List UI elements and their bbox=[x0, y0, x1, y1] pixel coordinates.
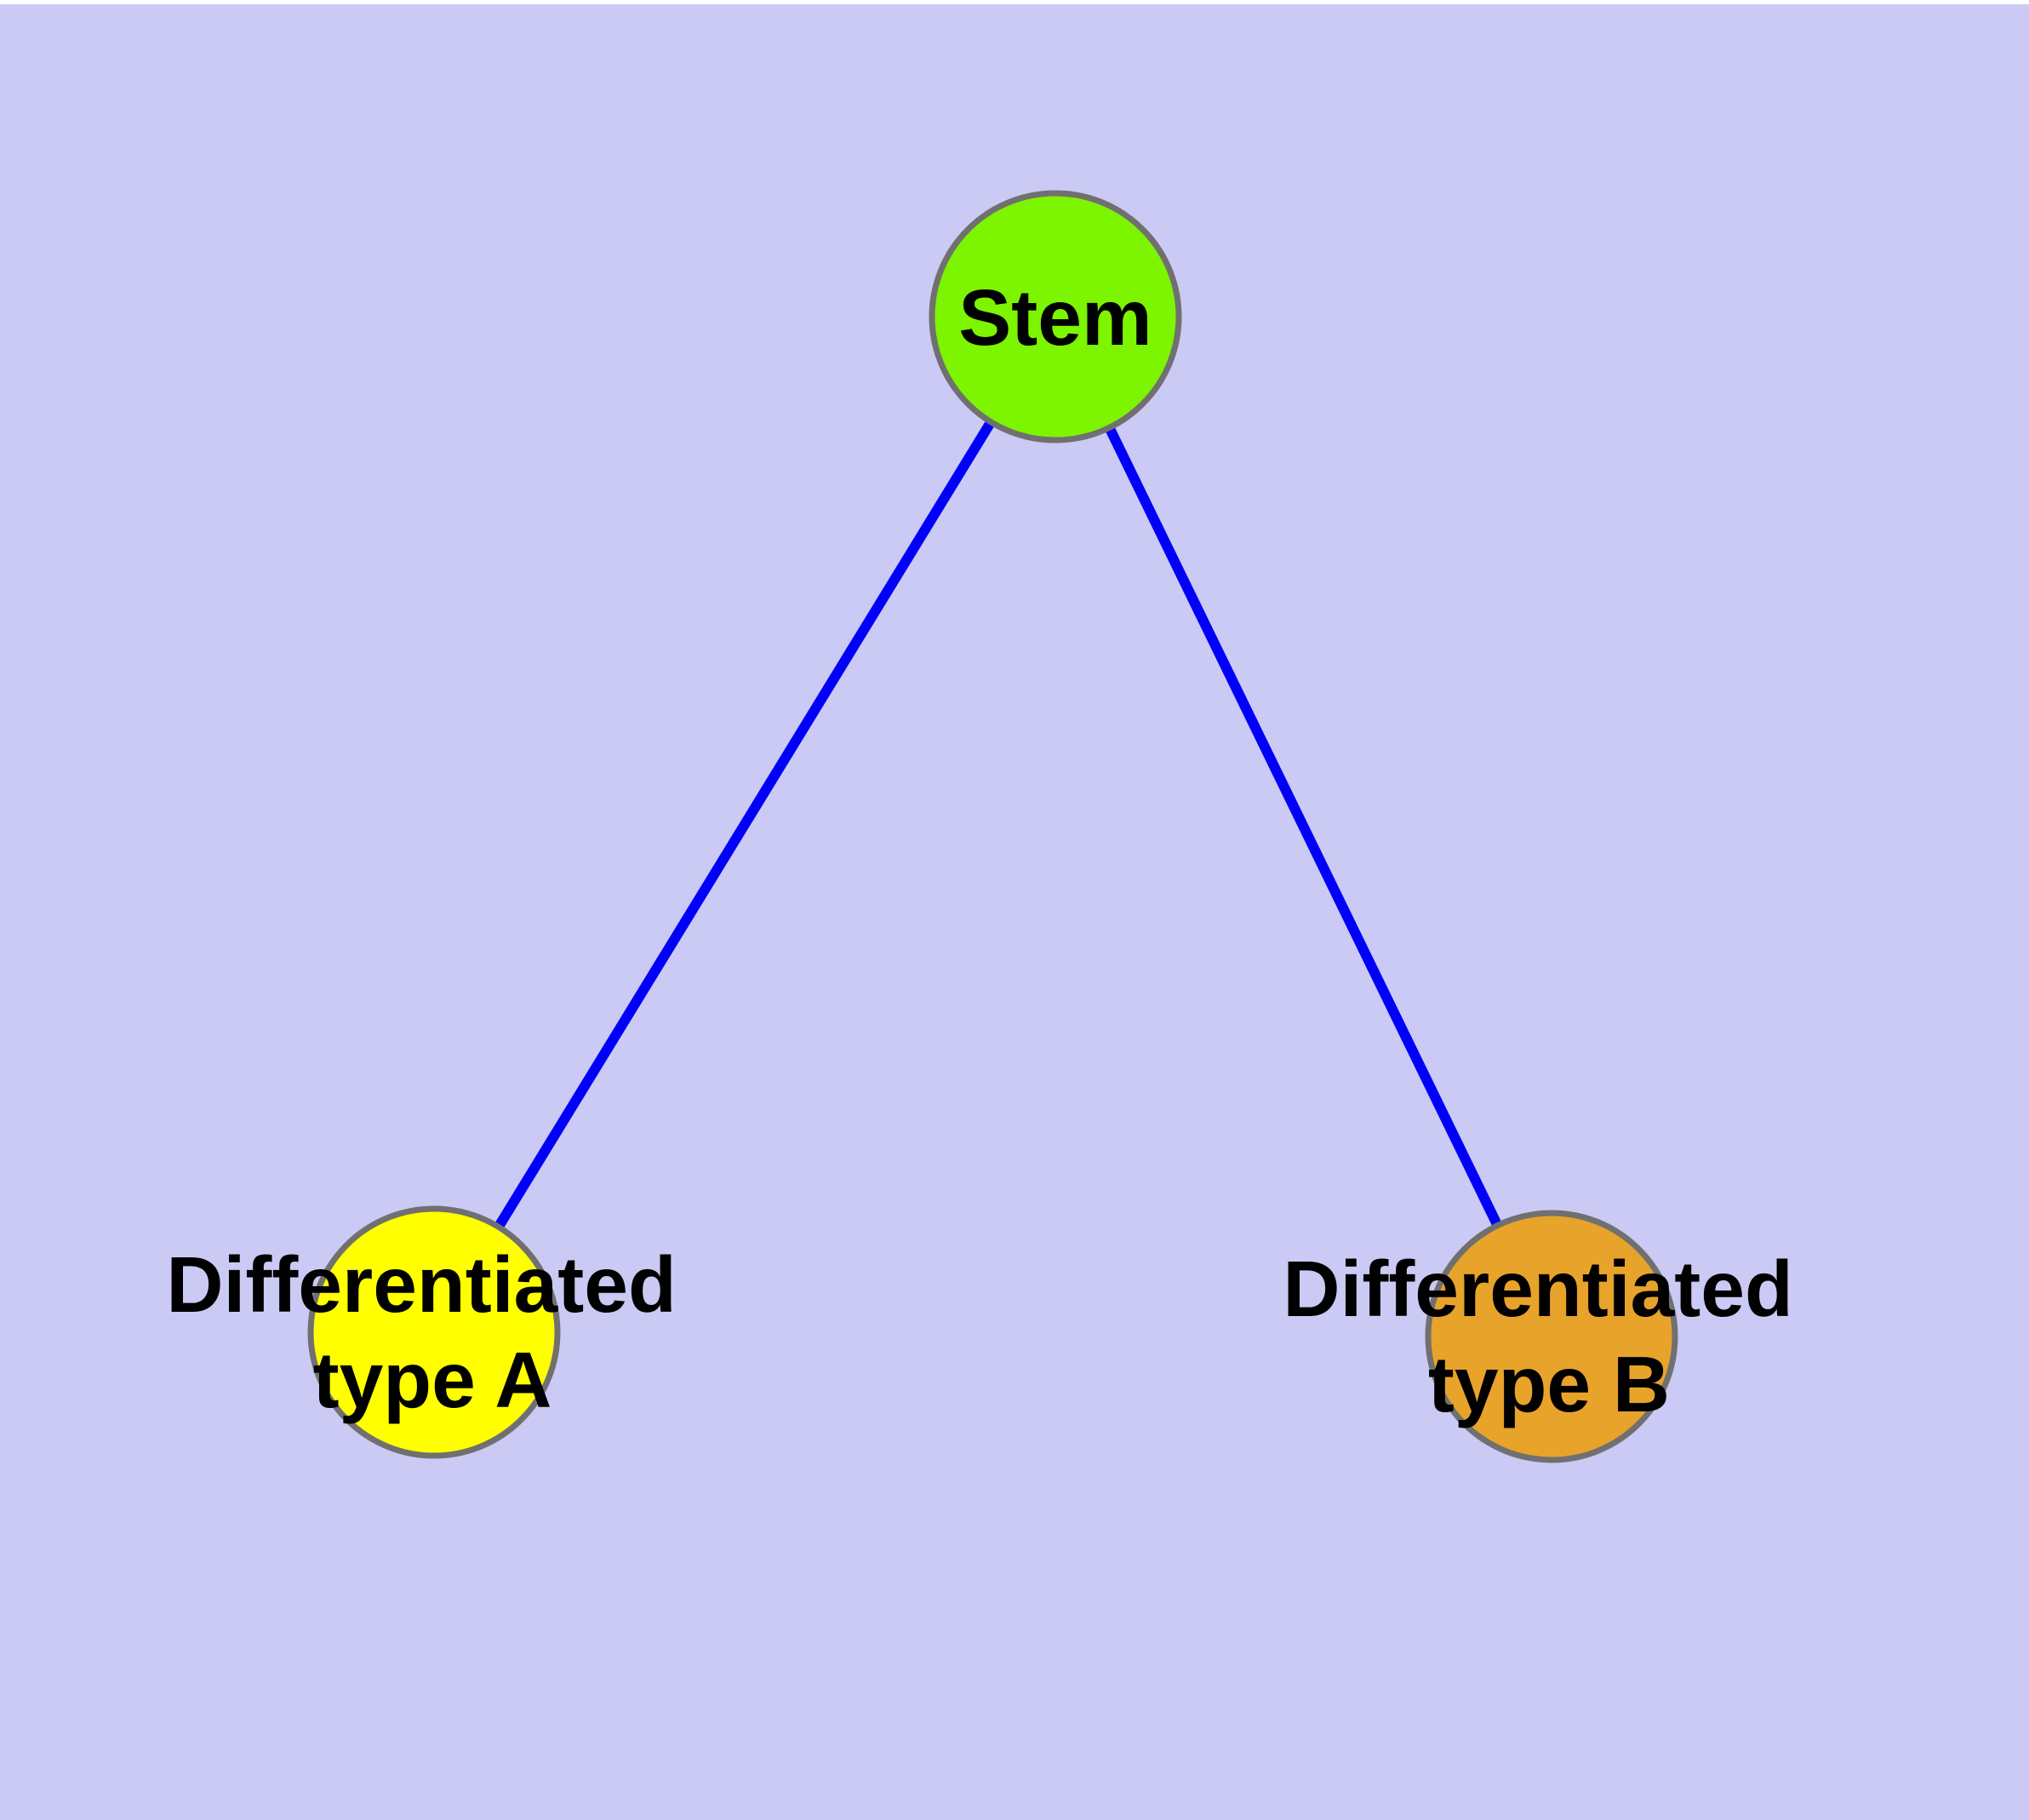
node-type-a-label-line-1: Differentiated bbox=[166, 1240, 676, 1329]
node-type-b-label-line-2: type B bbox=[1428, 1340, 1670, 1428]
node-differentiated-type-a bbox=[307, 1205, 561, 1459]
node-differentiated-type-b bbox=[1425, 1210, 1678, 1463]
node-type-a-label: Differentiated type A bbox=[166, 1240, 698, 1424]
node-stem bbox=[929, 190, 1182, 444]
edge-stem-to-type-a bbox=[429, 313, 1060, 1336]
node-type-b-label-line-1: Differentiated bbox=[1283, 1245, 1792, 1333]
node-type-b-label: Differentiated type B bbox=[1283, 1245, 1815, 1428]
edge-stem-to-type-b bbox=[1050, 314, 1557, 1339]
node-stem-label: Stem bbox=[958, 273, 1152, 362]
node-type-a-label-line-2: type A bbox=[313, 1336, 552, 1424]
